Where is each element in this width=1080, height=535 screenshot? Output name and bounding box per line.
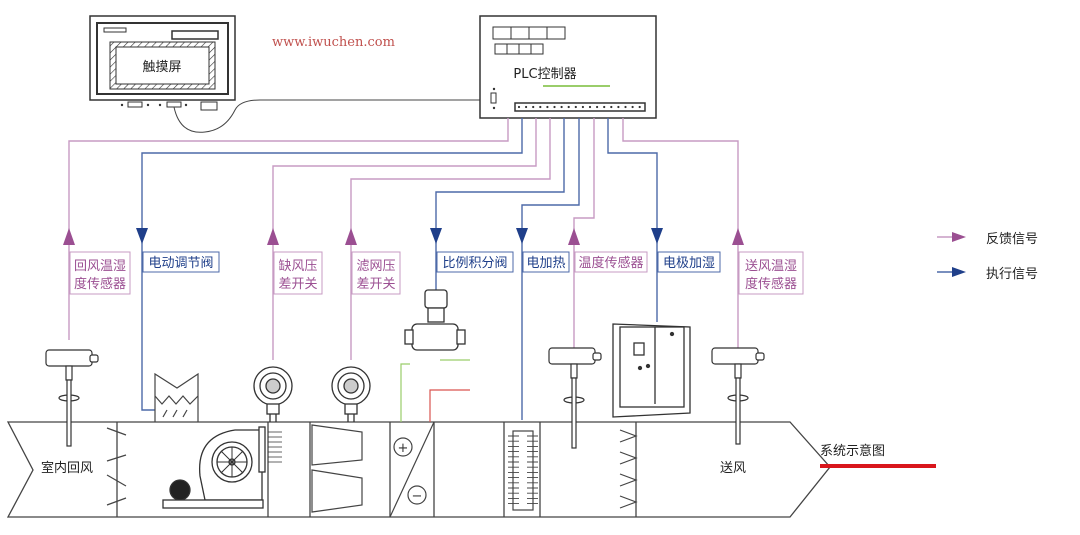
pi-valve-device — [404, 289, 466, 351]
svg-text:回风温湿: 回风温湿 — [74, 259, 126, 274]
svg-text:电动调节阀: 电动调节阀 — [148, 256, 213, 271]
arrow-down-electric-heater — [516, 228, 528, 244]
plc-terminal — [546, 105, 549, 109]
svg-text:送风温湿: 送风温湿 — [745, 259, 797, 274]
label-supply-air-th-sensor: 送风温湿 度传感器 — [738, 251, 804, 295]
arrow-up-fan-dp-switch — [267, 228, 279, 245]
label-temp-sensor: 温度传感器 — [574, 251, 648, 273]
bag-filter — [311, 424, 363, 513]
plc-terminal — [631, 105, 634, 109]
plc-terminal — [624, 105, 627, 109]
svg-text:滤网压: 滤网压 — [356, 259, 395, 274]
plc-terminal — [617, 105, 620, 109]
title-underline — [820, 464, 936, 468]
return-air-th-sensor-device — [45, 349, 99, 447]
website-watermark: www.iwuchen.com — [272, 35, 395, 50]
filter-dp-switch-device — [331, 366, 371, 422]
svg-text:差开关: 差开关 — [356, 277, 395, 292]
svg-text:差开关: 差开关 — [278, 277, 317, 292]
svg-text:度传感器: 度传感器 — [74, 276, 126, 292]
svg-text:电极加湿: 电极加湿 — [663, 256, 715, 271]
electric-heater-device — [508, 430, 538, 511]
return-air-label: 室内回风 — [41, 460, 93, 476]
touchscreen-device: 触摸屏 — [89, 15, 490, 133]
arrow-up-return-air-th-sensor — [63, 228, 75, 245]
feedback-arrow-icon — [952, 232, 966, 242]
return-damper — [106, 427, 127, 506]
plc-terminal — [560, 105, 563, 109]
plc-terminal — [588, 105, 592, 109]
wire-electrode-humidifier — [607, 118, 658, 322]
fan-dp-switch-device — [253, 366, 293, 422]
label-pi-valve: 比例积分阀 — [436, 251, 514, 273]
wire-electric-damper — [141, 118, 523, 411]
plc-terminal — [517, 105, 521, 109]
plc-terminal — [638, 105, 641, 109]
svg-text:缺风压: 缺风压 — [278, 259, 317, 274]
plc-terminal — [581, 105, 585, 109]
label-electric-heater: 电加热 — [522, 251, 570, 273]
heating-cooling-coil: + − — [389, 359, 470, 518]
supply-fan — [162, 426, 282, 509]
arrow-up-supply-air-th-sensor — [732, 228, 744, 245]
plc-controller: PLC控制器 — [479, 15, 657, 119]
arrow-up-filter-dp-switch — [345, 228, 357, 245]
svg-text:度传感器: 度传感器 — [745, 276, 797, 292]
label-electric-damper: 电动调节阀 — [142, 251, 220, 273]
arrow-up-temp-sensor — [568, 228, 580, 245]
legend-execute-label: 执行信号 — [986, 267, 1038, 282]
temp-sensor-device — [548, 347, 602, 449]
plc-label: PLC控制器 — [513, 67, 576, 82]
coil-plus-sign: + — [398, 441, 409, 456]
wire-electric-heater — [521, 118, 580, 420]
supply-air-th-sensor-device — [711, 347, 765, 445]
electric-damper-actuator — [154, 372, 199, 422]
arrow-down-pi-valve — [430, 228, 442, 244]
plc-terminal — [596, 105, 599, 109]
legend-feedback-label: 反馈信号 — [986, 232, 1038, 247]
wire-fan-dp-switch — [272, 118, 537, 360]
legend: 反馈信号 执行信号 — [937, 232, 1038, 282]
plc-terminal — [610, 105, 613, 109]
humidifier-nozzles — [619, 429, 638, 509]
plc-terminal — [603, 105, 606, 109]
svg-text:电加热: 电加热 — [526, 256, 565, 271]
arrow-down-electrode-humidifier — [651, 228, 663, 244]
plc-terminal — [539, 105, 542, 109]
label-fan-dp-switch: 缺风压 差开关 — [273, 251, 323, 295]
plc-terminal — [567, 105, 570, 109]
svg-text:温度传感器: 温度传感器 — [578, 255, 643, 271]
plc-terminal — [553, 105, 556, 109]
label-return-air-th-sensor: 回风温湿 度传感器 — [69, 251, 131, 295]
supply-air-label: 送风 — [720, 461, 746, 476]
electrode-humidifier-device — [612, 323, 691, 418]
plc-terminal — [525, 105, 528, 109]
touchscreen-label: 触摸屏 — [142, 60, 181, 75]
arrow-down-electric-damper — [136, 228, 148, 244]
plc-terminal — [532, 105, 535, 109]
execute-arrow-icon — [952, 267, 966, 277]
diagram-title: 系统示意图 — [820, 443, 885, 459]
wire-temp-sensor — [573, 118, 595, 348]
label-filter-dp-switch: 滤网压 差开关 — [351, 251, 401, 295]
label-electrode-humidifier: 电极加湿 — [657, 251, 721, 273]
plc-terminal — [574, 105, 577, 109]
svg-text:比例积分阀: 比例积分阀 — [442, 256, 507, 271]
coil-minus-sign: − — [412, 489, 423, 504]
wire-filter-dp-switch — [350, 118, 551, 360]
